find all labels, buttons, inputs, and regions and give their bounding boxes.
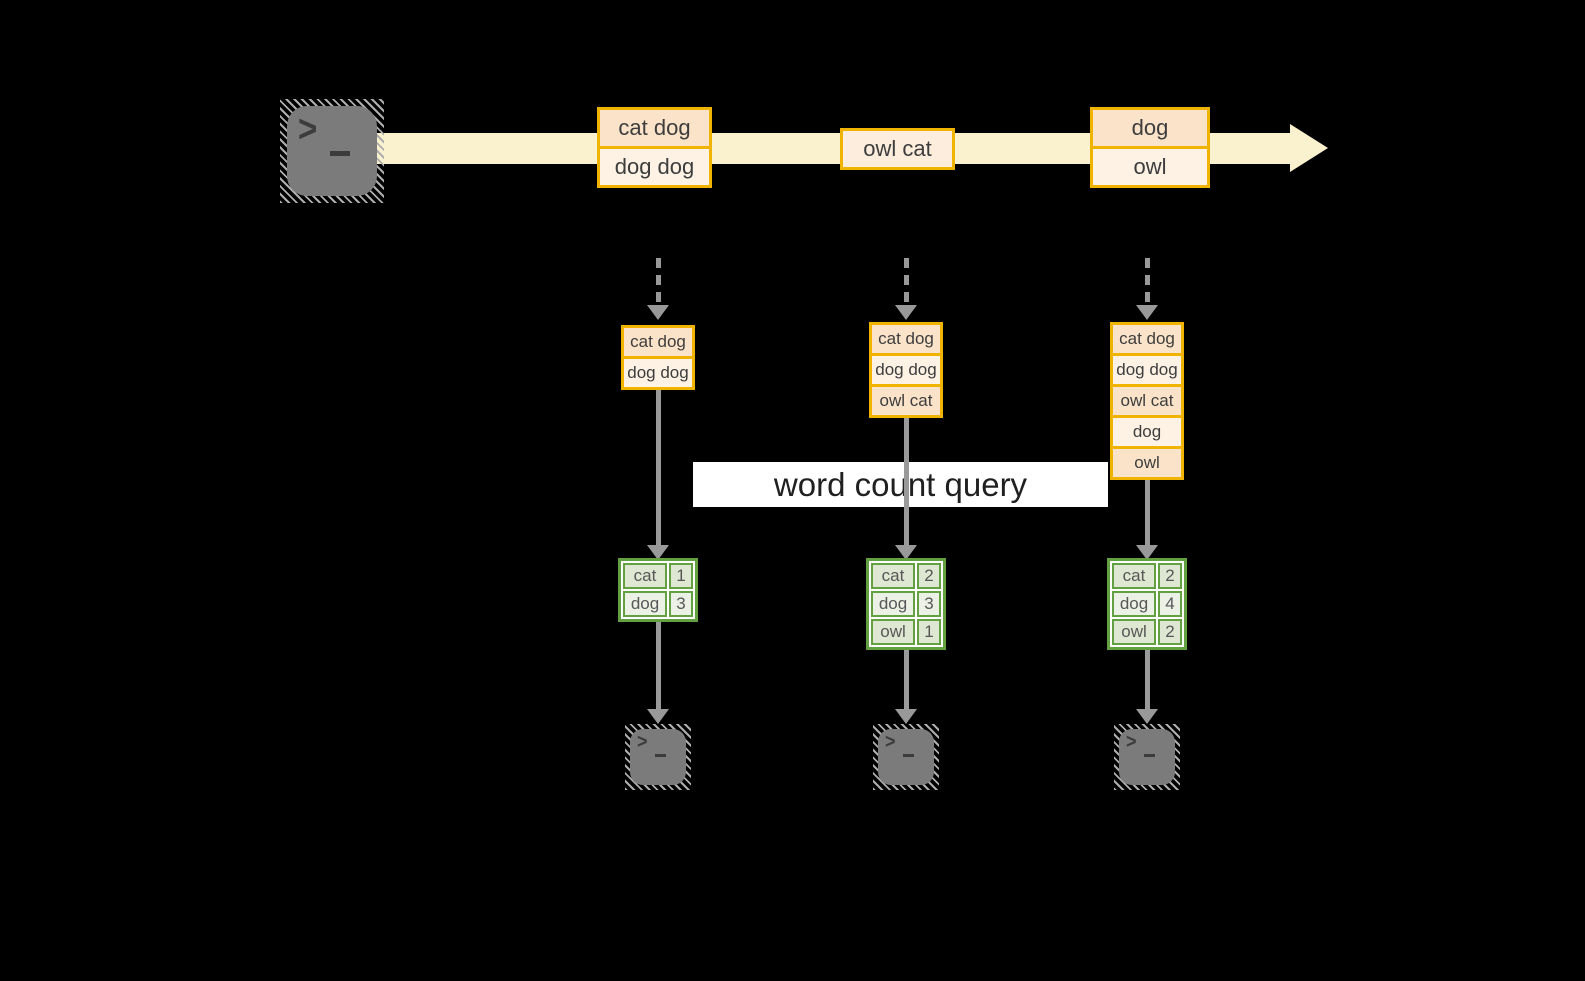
state-line: cat dog [624, 328, 692, 356]
result-cell-word: owl [1112, 619, 1156, 645]
state-line: owl [1113, 449, 1181, 477]
state-line: owl cat [1113, 387, 1181, 415]
result-cell-word: cat [623, 563, 667, 589]
prompt-cursor-icon [655, 754, 666, 757]
result-cell-word: owl [871, 619, 915, 645]
result-cell-count: 2 [917, 563, 941, 589]
sink-terminal-icon: > [1114, 724, 1180, 790]
result-cell-count: 2 [1158, 563, 1182, 589]
stream-event-box: owl cat [840, 128, 955, 170]
result-cell-count: 2 [1158, 619, 1182, 645]
event-line: owl cat [843, 131, 952, 167]
arrow-shaft [1144, 480, 1150, 545]
terminal-screen: > [878, 729, 934, 785]
ingest-arrow [895, 258, 917, 320]
state-line: owl cat [872, 387, 940, 415]
arrowhead-icon [1136, 709, 1158, 724]
prompt-cursor-icon [330, 151, 350, 156]
arrow-shaft [903, 650, 909, 709]
result-table: cat 2 dog 3 owl 1 [866, 558, 946, 650]
prompt-chevron-icon: > [637, 729, 648, 753]
sink-terminal-icon: > [873, 724, 939, 790]
result-cell-word: dog [1112, 591, 1156, 617]
output-arrow [895, 650, 917, 724]
state-line: cat dog [872, 325, 940, 353]
prompt-cursor-icon [903, 754, 914, 757]
result-cell-count: 1 [917, 619, 941, 645]
query-arrow [1136, 480, 1158, 560]
arrowhead-icon [895, 305, 917, 320]
arrowhead-icon [647, 709, 669, 724]
event-line: dog [1093, 110, 1207, 146]
arrow-shaft [903, 418, 909, 545]
state-line: dog dog [1113, 356, 1181, 384]
arrow-shaft [655, 390, 661, 545]
arrow-shaft [655, 622, 661, 709]
arrowhead-icon [1136, 305, 1158, 320]
terminal-screen: > [1119, 729, 1175, 785]
prompt-chevron-icon: > [1126, 729, 1137, 753]
state-buffer-box: cat dog dog dog [621, 325, 695, 390]
output-arrow [1136, 650, 1158, 724]
result-cell-word: cat [1112, 563, 1156, 589]
state-line: dog dog [624, 359, 692, 387]
stream-event-box: cat dog dog dog [597, 107, 712, 188]
result-cell-word: dog [623, 591, 667, 617]
arrow-shaft [903, 258, 909, 305]
event-line: dog dog [600, 149, 709, 185]
terminal-screen: > [287, 106, 377, 196]
sink-terminal-icon: > [625, 724, 691, 790]
stream-event-box: dog owl [1090, 107, 1210, 188]
arrowhead-icon [895, 545, 917, 560]
arrow-shaft [1144, 650, 1150, 709]
result-table: cat 2 dog 4 owl 2 [1107, 558, 1187, 650]
source-terminal-icon: > [280, 99, 384, 203]
query-arrow [895, 418, 917, 560]
arrowhead-icon [647, 545, 669, 560]
result-cell-word: cat [871, 563, 915, 589]
state-line: dog dog [872, 356, 940, 384]
state-line: cat dog [1113, 325, 1181, 353]
result-cell-word: dog [871, 591, 915, 617]
state-buffer-box: cat dog dog dog owl cat [869, 322, 943, 418]
event-line: cat dog [600, 110, 709, 146]
arrow-shaft [1144, 258, 1150, 305]
output-arrow [647, 622, 669, 724]
state-line: dog [1113, 418, 1181, 446]
result-table: cat 1 dog 3 [618, 558, 698, 622]
terminal-screen: > [630, 729, 686, 785]
arrowhead-icon [647, 305, 669, 320]
word-count-query-label: word count query [693, 462, 1108, 507]
query-arrow [647, 390, 669, 560]
prompt-chevron-icon: > [885, 729, 896, 753]
result-cell-count: 1 [669, 563, 693, 589]
result-cell-count: 3 [669, 591, 693, 617]
arrowhead-icon [1136, 545, 1158, 560]
state-buffer-box: cat dog dog dog owl cat dog owl [1110, 322, 1184, 480]
ingest-arrow [1136, 258, 1158, 320]
arrow-shaft [655, 258, 661, 305]
event-line: owl [1093, 149, 1207, 185]
result-cell-count: 4 [1158, 591, 1182, 617]
prompt-cursor-icon [1144, 754, 1155, 757]
result-cell-count: 3 [917, 591, 941, 617]
ingest-arrow [647, 258, 669, 320]
arrowhead-icon [895, 709, 917, 724]
prompt-chevron-icon: > [298, 107, 318, 150]
stream-arrowhead-icon [1290, 124, 1328, 172]
